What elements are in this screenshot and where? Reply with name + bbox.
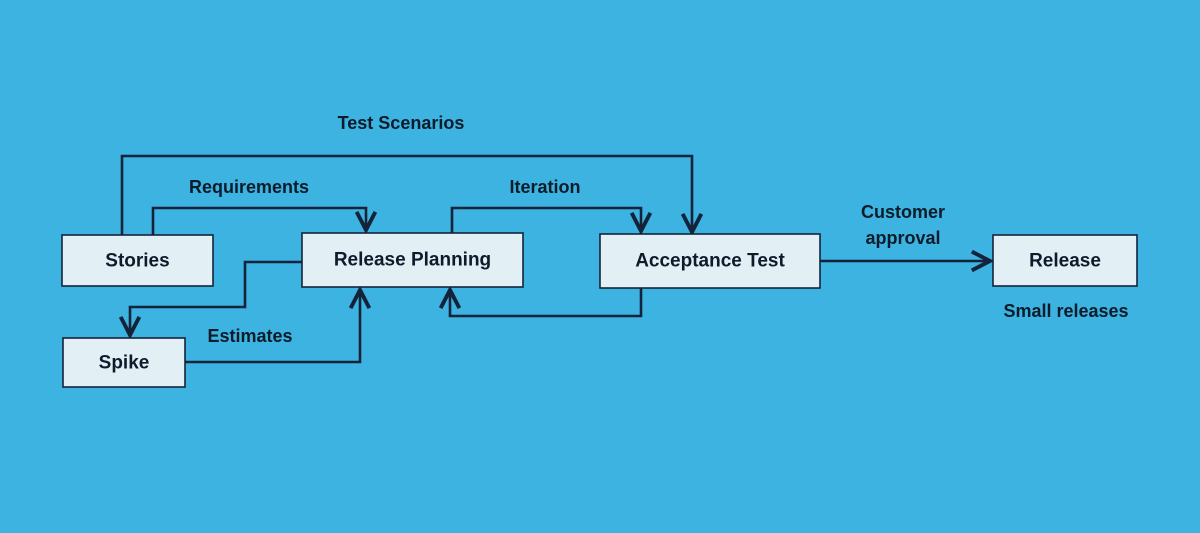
caption-small-releases: Small releases: [1003, 301, 1128, 321]
edge-release-planning-to-spike: [130, 260, 302, 334]
node-spike[interactable]: Spike: [62, 337, 186, 388]
node-release-label: Release: [1029, 251, 1101, 272]
node-stories[interactable]: Stories: [61, 234, 214, 287]
edge-label-customer-approval-line1: Customer: [861, 202, 945, 222]
node-release-box[interactable]: [992, 234, 1138, 287]
edge-label-iteration: Iteration: [509, 177, 580, 197]
edge-requirements: [151, 206, 366, 235]
edge-iteration: [450, 206, 641, 233]
edge-test-scenarios: [120, 154, 692, 235]
edge-acceptance-test-return: [450, 288, 643, 318]
edge-label-requirements: Requirements: [189, 177, 309, 197]
node-spike-label: Spike: [99, 353, 150, 374]
edge-estimates: [185, 291, 360, 364]
node-acceptance-test-box[interactable]: [599, 233, 821, 289]
node-spike-box[interactable]: [62, 337, 186, 388]
node-release-planning-label: Release Planning: [334, 250, 491, 271]
edge-label-test-scenarios: Test Scenarios: [338, 113, 465, 133]
node-release-planning[interactable]: Release Planning: [301, 232, 524, 288]
node-release-planning-box[interactable]: [301, 232, 524, 288]
node-release[interactable]: Release: [992, 234, 1138, 287]
edge-label-customer-approval-line2: approval: [865, 228, 940, 248]
node-stories-box[interactable]: [61, 234, 214, 287]
node-stories-label: Stories: [105, 251, 169, 272]
edge-label-estimates: Estimates: [207, 326, 292, 346]
node-acceptance-test[interactable]: Acceptance Test: [599, 233, 821, 289]
node-acceptance-test-label: Acceptance Test: [635, 251, 785, 272]
